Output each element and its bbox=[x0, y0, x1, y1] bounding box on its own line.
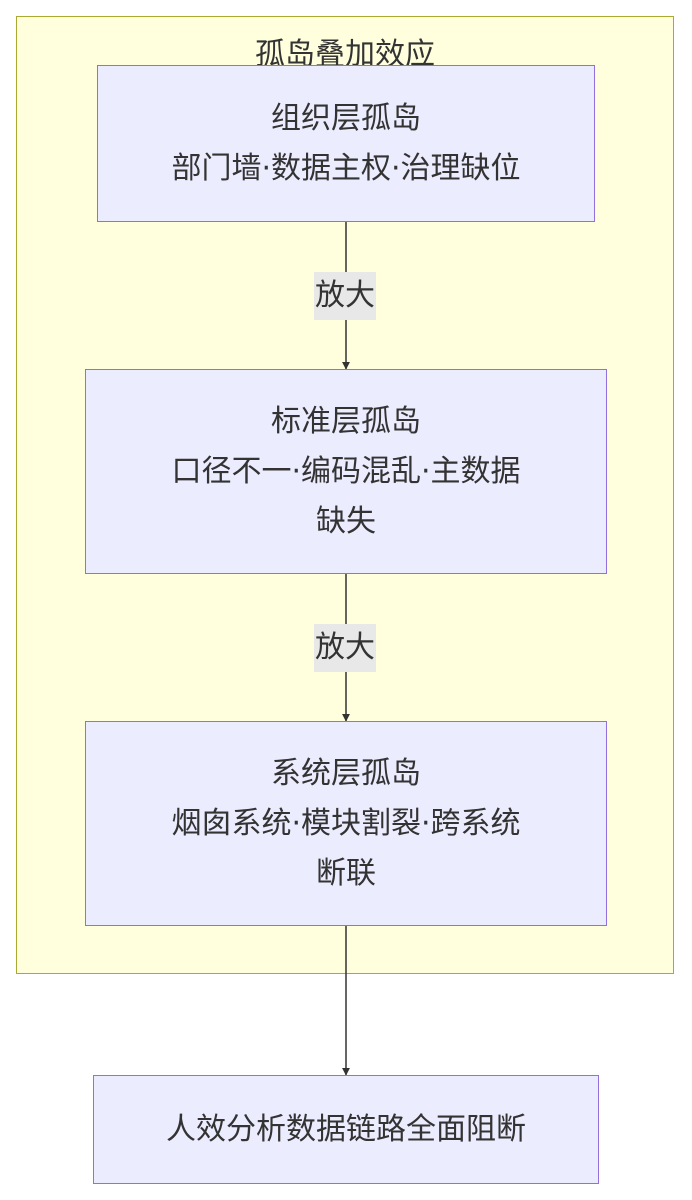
node-result-text: 人效分析数据链路全面阻断 bbox=[166, 1111, 526, 1147]
node-system-island: 系统层孤岛 烟囱系统·模块割裂·跨系统 断联 bbox=[85, 721, 607, 926]
node-std-detail-line2: 缺失 bbox=[316, 503, 376, 539]
node-sys-title: 系统层孤岛 bbox=[271, 755, 421, 791]
node-org-detail: 部门墙·数据主权·治理缺位 bbox=[171, 150, 521, 186]
node-sys-detail-line1: 烟囱系统·模块割裂·跨系统 bbox=[171, 805, 521, 841]
edge-label-amplify-1: 放大 bbox=[314, 272, 376, 320]
node-sys-detail-line2: 断联 bbox=[316, 855, 376, 891]
edge-label-amplify-2: 放大 bbox=[314, 624, 376, 672]
node-organization-island: 组织层孤岛 部门墙·数据主权·治理缺位 bbox=[97, 65, 595, 222]
node-std-title: 标准层孤岛 bbox=[271, 403, 421, 439]
node-std-detail-line1: 口径不一·编码混乱·主数据 bbox=[171, 453, 521, 489]
node-org-title: 组织层孤岛 bbox=[271, 100, 421, 136]
node-hr-analytics-blocked: 人效分析数据链路全面阻断 bbox=[93, 1075, 599, 1184]
node-standard-island: 标准层孤岛 口径不一·编码混乱·主数据 缺失 bbox=[85, 369, 607, 574]
